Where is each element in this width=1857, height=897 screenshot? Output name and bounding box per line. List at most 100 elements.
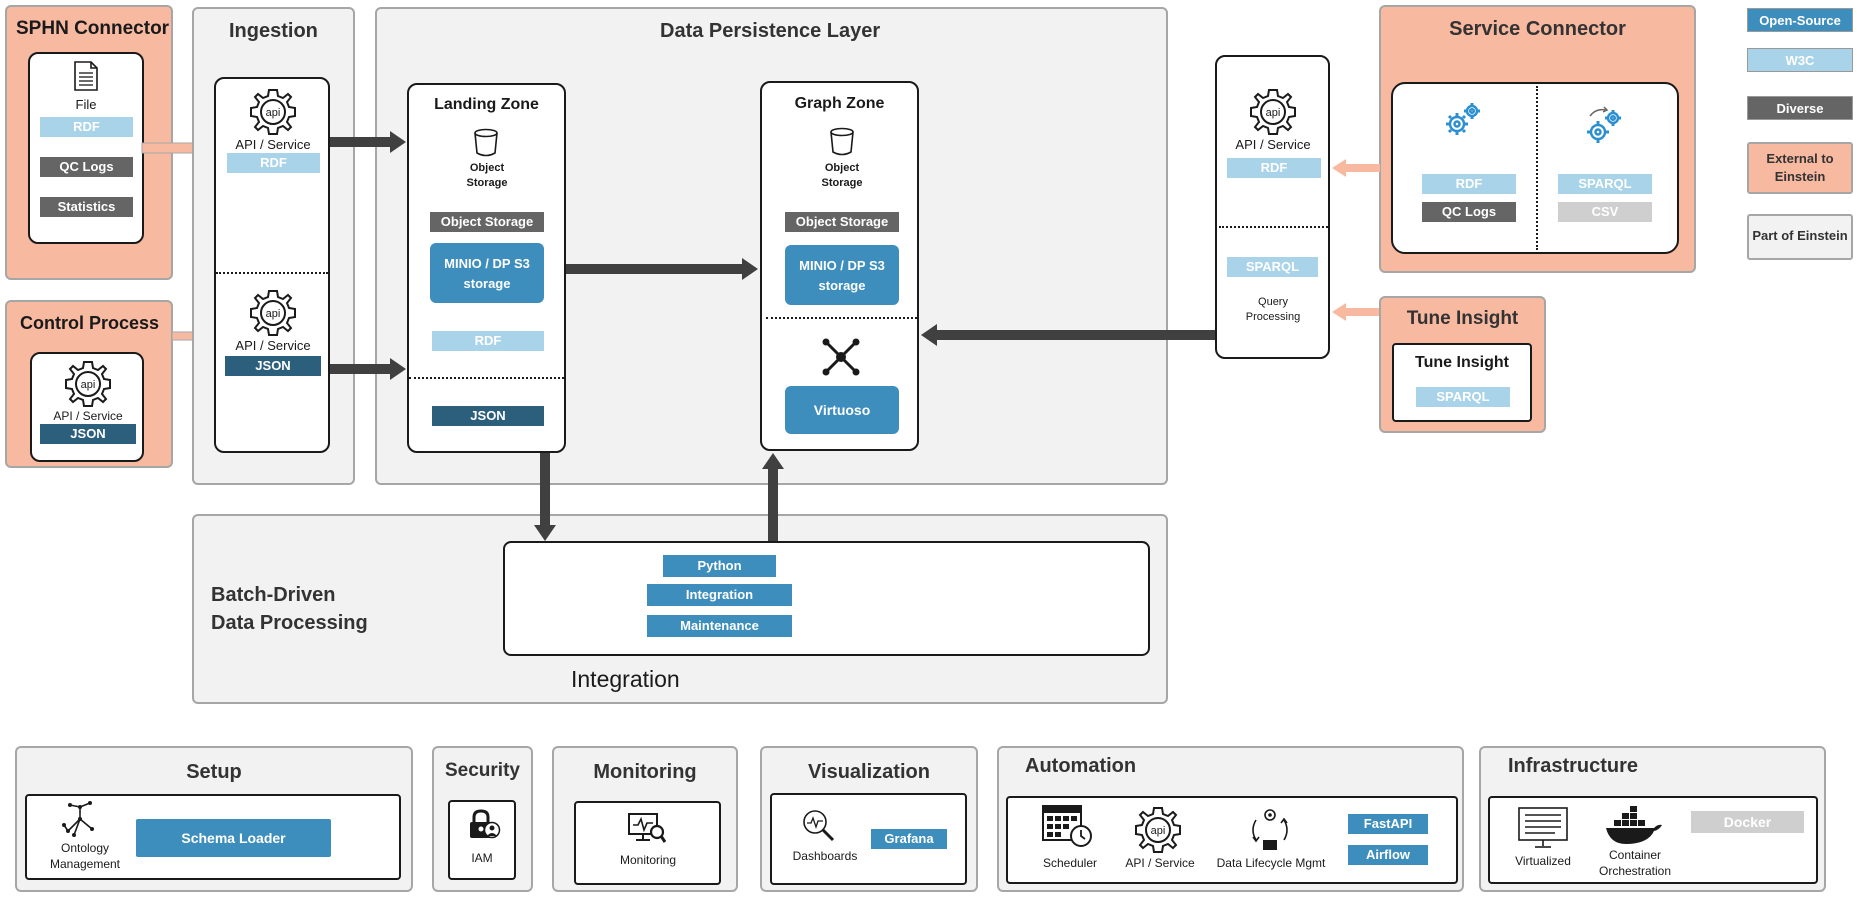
landing-to-batch-arrow bbox=[534, 453, 556, 541]
virtuoso-box bbox=[785, 386, 899, 434]
ingestion-api-bottom-label: API / Service bbox=[235, 338, 311, 353]
query-divider bbox=[1219, 226, 1328, 228]
lifecycle-label: Data Lifecycle Mgmt bbox=[1216, 856, 1326, 870]
automation-title: Automation bbox=[1025, 755, 1137, 777]
calendar-clock-icon bbox=[1042, 805, 1092, 847]
service-connector-title: Service Connector bbox=[1449, 18, 1626, 40]
bucket-icon bbox=[474, 128, 498, 157]
graph-divider bbox=[766, 317, 917, 319]
persistence-title: Data Persistence Layer bbox=[660, 20, 881, 42]
graph-object-storage-tag: Object Storage bbox=[785, 212, 899, 232]
tune-to-query-arrow bbox=[1332, 303, 1380, 321]
graph-minio-box bbox=[785, 245, 899, 305]
tune-insight-card bbox=[1392, 343, 1532, 422]
svg-text:api: api bbox=[266, 107, 281, 119]
monitor-search-icon bbox=[628, 813, 667, 843]
svg-text:api: api bbox=[1151, 825, 1166, 837]
query-to-graph-arrow bbox=[921, 324, 1217, 346]
sphn-qc-logs-tag: QC Logs bbox=[40, 157, 133, 177]
ingestion-to-landing-arrow-top bbox=[330, 131, 406, 153]
file-label: File bbox=[75, 97, 97, 112]
svg-text:api: api bbox=[1266, 107, 1281, 119]
virtuoso-label: Virtuoso bbox=[813, 402, 871, 418]
landing-minio-box bbox=[430, 243, 544, 303]
service-sparql-tag: SPARQL bbox=[1558, 174, 1652, 194]
batch-to-graph-arrow bbox=[762, 453, 784, 541]
graph-minio-label-1: MINIO / DP S3 bbox=[799, 258, 885, 273]
tune-insight-title: Tune Insight bbox=[1406, 308, 1519, 329]
container-label-1: Container bbox=[1608, 848, 1662, 862]
legend-part-of-einstein: Part of Einstein bbox=[1747, 214, 1853, 260]
visualization-title: Visualization bbox=[808, 761, 930, 783]
airflow-tag: Airflow bbox=[1348, 845, 1428, 865]
tune-insight-inner-title: Tune Insight bbox=[1415, 354, 1509, 371]
legend-w3c: W3C bbox=[1747, 48, 1853, 72]
file-icon bbox=[74, 61, 98, 91]
ingestion-card bbox=[214, 77, 330, 453]
virtual-screen-icon bbox=[1518, 807, 1568, 848]
landing-divider bbox=[409, 377, 564, 379]
query-processing-label-1: Query bbox=[1258, 296, 1288, 308]
graph-storage-label-1: Object bbox=[824, 162, 860, 174]
bucket-icon bbox=[830, 127, 854, 156]
ingestion-json-tag: JSON bbox=[225, 356, 321, 376]
grafana-tag: Grafana bbox=[871, 829, 947, 849]
svg-text:api: api bbox=[266, 308, 281, 320]
api-gear-icon: api bbox=[250, 290, 296, 336]
query-rdf-tag: RDF bbox=[1227, 158, 1321, 178]
schema-loader-button[interactable]: Schema Loader bbox=[136, 819, 331, 857]
landing-minio-label-1: MINIO / DP S3 bbox=[444, 256, 530, 271]
scheduler-label: Scheduler bbox=[1042, 856, 1098, 870]
batch-python-tag: Python bbox=[663, 555, 776, 577]
landing-rdf-tag: RDF bbox=[432, 331, 544, 351]
batch-title-2: Data Processing bbox=[211, 612, 368, 634]
ingestion-rdf-tag: RDF bbox=[227, 153, 320, 173]
batch-maintenance-tag: Maintenance bbox=[647, 615, 792, 637]
batch-integration-tag: Integration bbox=[647, 584, 792, 606]
sphn-connector-title: SPHN Connector bbox=[16, 18, 170, 39]
lifecycle-cycle-icon bbox=[1252, 809, 1288, 850]
legend-external: External to Einstein bbox=[1747, 142, 1853, 194]
api-gear-icon: api bbox=[65, 361, 111, 407]
ontology-label-1: Ontology bbox=[60, 841, 110, 855]
query-card bbox=[1215, 55, 1330, 359]
ingestion-to-landing-arrow-bottom bbox=[330, 358, 406, 380]
gears-cycle-icon bbox=[1587, 106, 1621, 143]
legend-open-source: Open-Source bbox=[1747, 8, 1853, 32]
service-to-query-arrow bbox=[1332, 159, 1380, 177]
service-qc-logs-tag: QC Logs bbox=[1422, 202, 1516, 222]
legend-diverse: Diverse bbox=[1747, 96, 1853, 120]
landing-object-storage-tag: Object Storage bbox=[430, 212, 544, 232]
landing-minio-label-2: storage bbox=[463, 276, 511, 291]
graph-network-icon bbox=[822, 338, 860, 376]
service-connector-card bbox=[1391, 82, 1679, 254]
control-json-tag: JSON bbox=[40, 424, 136, 444]
lock-user-icon bbox=[470, 809, 501, 839]
ontology-tree-icon bbox=[62, 801, 94, 837]
monitoring-title: Monitoring bbox=[593, 761, 697, 783]
control-process-title: Control Process bbox=[20, 313, 160, 333]
landing-json-tag: JSON bbox=[432, 406, 544, 426]
ontology-label-2: Management bbox=[49, 857, 121, 871]
service-csv-tag: CSV bbox=[1558, 202, 1652, 222]
security-card bbox=[448, 800, 516, 880]
graph-storage-label-2: Storage bbox=[821, 177, 863, 189]
dashboard-search-icon bbox=[803, 810, 835, 842]
setup-title: Setup bbox=[186, 761, 242, 783]
infrastructure-title: Infrastructure bbox=[1508, 755, 1639, 777]
security-title: Security bbox=[445, 760, 520, 781]
graph-minio-label-2: storage bbox=[818, 278, 866, 293]
docker-whale-icon bbox=[1606, 806, 1662, 844]
service-rdf-tag: RDF bbox=[1422, 174, 1516, 194]
docker-tag: Docker bbox=[1691, 811, 1804, 833]
ingestion-api-top-label: API / Service bbox=[235, 137, 311, 152]
iam-label: IAM bbox=[471, 851, 493, 865]
landing-storage-label-2: Storage bbox=[466, 177, 508, 189]
api-gear-icon: api bbox=[250, 89, 296, 135]
ingestion-title: Ingestion bbox=[229, 20, 318, 42]
landing-to-graph-arrow bbox=[566, 258, 758, 280]
sphn-rdf-tag: RDF bbox=[40, 117, 133, 137]
query-processing-label-2: Processing bbox=[1245, 311, 1301, 323]
batch-footer-label: Integration bbox=[571, 666, 680, 692]
query-api-label: API / Service bbox=[1235, 137, 1311, 152]
